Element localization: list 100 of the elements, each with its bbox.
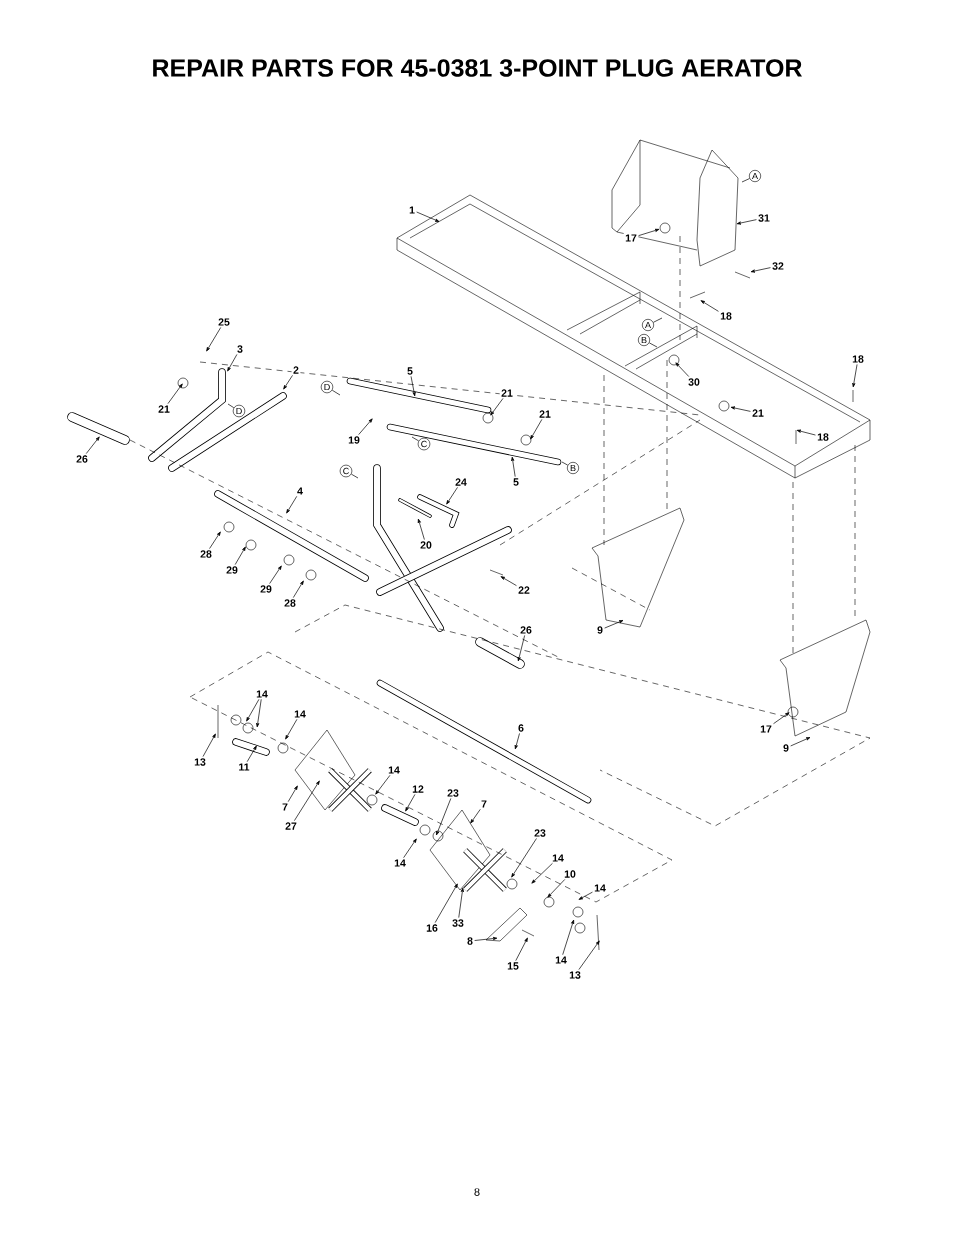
leader-line [852, 364, 858, 388]
leader-line [410, 376, 416, 397]
callout-number: 17 [758, 723, 774, 735]
leader-line [578, 940, 600, 970]
callout-number: 13 [192, 756, 208, 768]
leader-line [403, 838, 417, 859]
leader-line [531, 862, 553, 884]
callout-number: 23 [532, 827, 548, 839]
callout-number: 9 [781, 742, 791, 754]
callout-number: 12 [410, 783, 426, 795]
callout-number: 14 [553, 954, 569, 966]
leader-line [206, 327, 222, 352]
leader-line [85, 436, 100, 454]
callout-number: 29 [258, 583, 274, 595]
leader-line [700, 300, 719, 312]
leader-line [458, 887, 464, 918]
leader-line [796, 429, 816, 436]
callout-number: 5 [511, 476, 521, 488]
leader-line [227, 403, 235, 409]
callout-number: 26 [74, 453, 90, 465]
callout-number: 2 [291, 364, 301, 376]
callout-number: 33 [450, 917, 466, 929]
callout-number: 9 [595, 624, 605, 636]
leader-line [470, 809, 481, 824]
callout-number: 8 [465, 935, 475, 947]
leader-line [578, 891, 593, 900]
callout-number: 15 [505, 960, 521, 972]
callout-number: 7 [479, 798, 489, 810]
title: REPAIR PARTS FOR 45-0381 3-POINT PLUG AERATOR [153, 59, 802, 77]
callout-number: 32 [770, 260, 786, 272]
callout-number: 21 [537, 408, 553, 420]
reference-letter: C [417, 437, 431, 451]
leader-line [351, 473, 359, 479]
leader-line [515, 937, 528, 961]
leader-line [500, 576, 517, 586]
callout-number: 21 [156, 403, 172, 415]
callout-number: 20 [418, 539, 434, 551]
callout-number: 21 [750, 407, 766, 419]
callout-number: 26 [518, 624, 534, 636]
leader-line [294, 780, 320, 821]
callout-number: 14 [292, 708, 308, 720]
callout-number: 31 [756, 212, 772, 224]
callout-number: 13 [567, 969, 583, 981]
leader-line [287, 785, 298, 803]
reference-letter: A [749, 170, 762, 183]
callout-number: 14 [386, 764, 402, 776]
callout-number: 7 [280, 801, 290, 813]
leader-line [561, 461, 569, 466]
leader-line [283, 375, 293, 390]
leader-line [292, 580, 304, 598]
leader-line [286, 495, 298, 514]
leader-line [511, 838, 537, 878]
leader-line [434, 883, 458, 923]
callout-number: 4 [295, 485, 305, 497]
callout-number: 16 [424, 922, 440, 934]
callout-number: 21 [499, 387, 515, 399]
leader-line [167, 383, 183, 404]
callout-number: 30 [686, 376, 702, 388]
callout-number: 14 [392, 857, 408, 869]
callout-number: 5 [405, 365, 415, 377]
leader-line [446, 487, 458, 505]
leader-line [209, 531, 221, 549]
leader-line [604, 620, 624, 629]
reference-letter: B [567, 461, 580, 475]
leader-line [517, 635, 525, 662]
leader-line [246, 698, 260, 722]
leader-line [474, 936, 498, 941]
callout-number: 18 [815, 431, 831, 443]
leader-line [530, 419, 543, 440]
leader-line [285, 718, 298, 740]
callout-number: 14 [550, 852, 566, 864]
callout-number: 28 [282, 597, 298, 609]
page-number: 8 [474, 1188, 480, 1196]
callout-number: 18 [850, 353, 866, 365]
reference-letter: B [638, 333, 651, 347]
callout-number: 14 [592, 882, 608, 894]
leader-line [202, 733, 216, 757]
leader-line [741, 178, 750, 183]
leader-line [653, 317, 663, 323]
leader-line [358, 418, 373, 435]
leader-line [375, 774, 391, 795]
leader-line [234, 546, 246, 565]
callout-number: 19 [346, 434, 362, 446]
reference-letter: D [320, 380, 334, 394]
leader-line [511, 456, 516, 477]
leader-line [331, 389, 341, 396]
leader-line [790, 737, 811, 747]
leader-line [648, 342, 658, 348]
callout-number: 28 [198, 548, 214, 560]
leader-line [490, 398, 504, 416]
callout-number: 17 [623, 232, 639, 244]
callout-number: 25 [216, 316, 232, 328]
leader-line [638, 228, 660, 236]
callout-number: 10 [562, 868, 578, 880]
reference-letter: A [642, 318, 655, 332]
leader-line [269, 565, 282, 584]
leader-line [773, 712, 790, 725]
callout-number: 23 [445, 787, 461, 799]
callout-number: 27 [283, 820, 299, 832]
leader-line [514, 733, 520, 750]
